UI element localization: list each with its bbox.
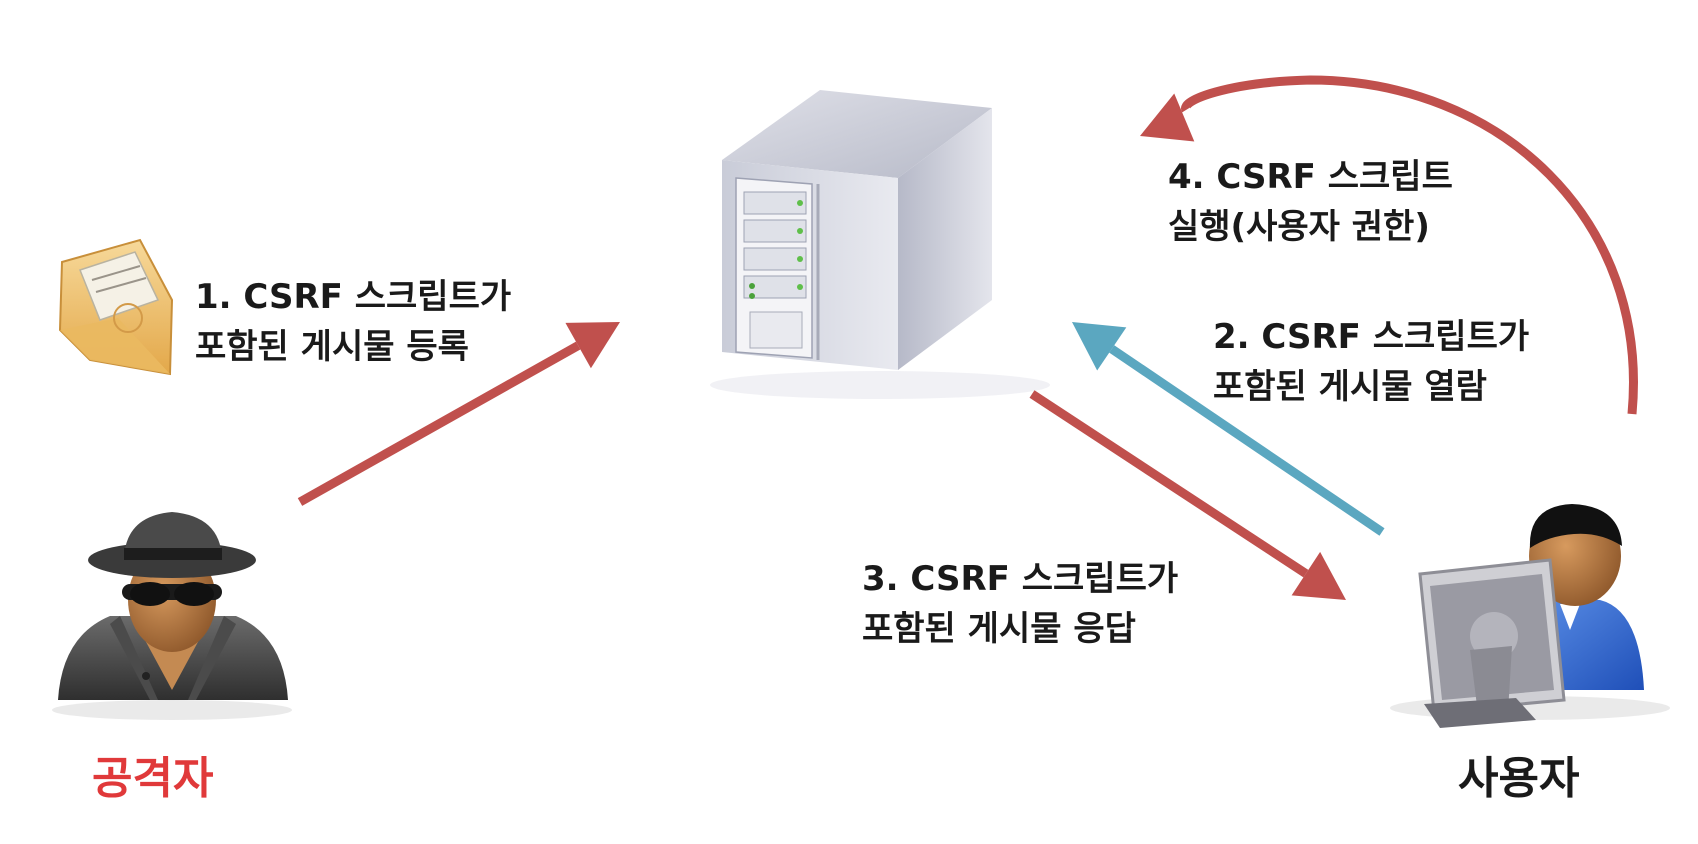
- user-label: 사용자: [1458, 753, 1580, 804]
- attacker-label: 공격자: [92, 753, 214, 804]
- step4-label: 4. CSRF 스크립트 실행(사용자 권한): [1168, 152, 1453, 252]
- step2-label: 2. CSRF 스크립트가 포함된 게시물 열람: [1213, 312, 1529, 412]
- step2-line1: 2. CSRF 스크립트가: [1213, 317, 1530, 357]
- step2-line2: 포함된 게시물 열람: [1213, 367, 1487, 407]
- arrow-step4-head: [1140, 93, 1195, 142]
- arrow-step2: [1109, 345, 1385, 536]
- arrow-step3: [1029, 390, 1309, 578]
- step4-line1: 4. CSRF 스크립트: [1168, 157, 1453, 197]
- envelope-icon: [58, 238, 174, 376]
- arrows-group: [297, 75, 1638, 600]
- step3-label: 3. CSRF 스크립트가 포함된 게시물 응답: [862, 554, 1178, 654]
- arrow-step3-head: [1291, 551, 1346, 600]
- step3-line2: 포함된 게시물 응답: [862, 609, 1136, 649]
- user-computer-icon: [1390, 504, 1670, 728]
- arrow-step2-head: [1072, 322, 1127, 371]
- attacker-icon: [52, 512, 292, 720]
- arrow-step1: [297, 341, 581, 506]
- step1-label: 1. CSRF 스크립트가 포함된 게시물 등록: [195, 272, 511, 372]
- arrow-step4: [1181, 75, 1638, 415]
- step1-line1: 1. CSRF 스크립트가: [195, 277, 512, 317]
- step4-line2: 실행(사용자 권한): [1168, 207, 1430, 247]
- step3-line1: 3. CSRF 스크립트가: [862, 559, 1179, 599]
- arrow-step1-head: [565, 322, 620, 369]
- step1-line2: 포함된 게시물 등록: [195, 327, 469, 367]
- server-icon: [710, 90, 1050, 399]
